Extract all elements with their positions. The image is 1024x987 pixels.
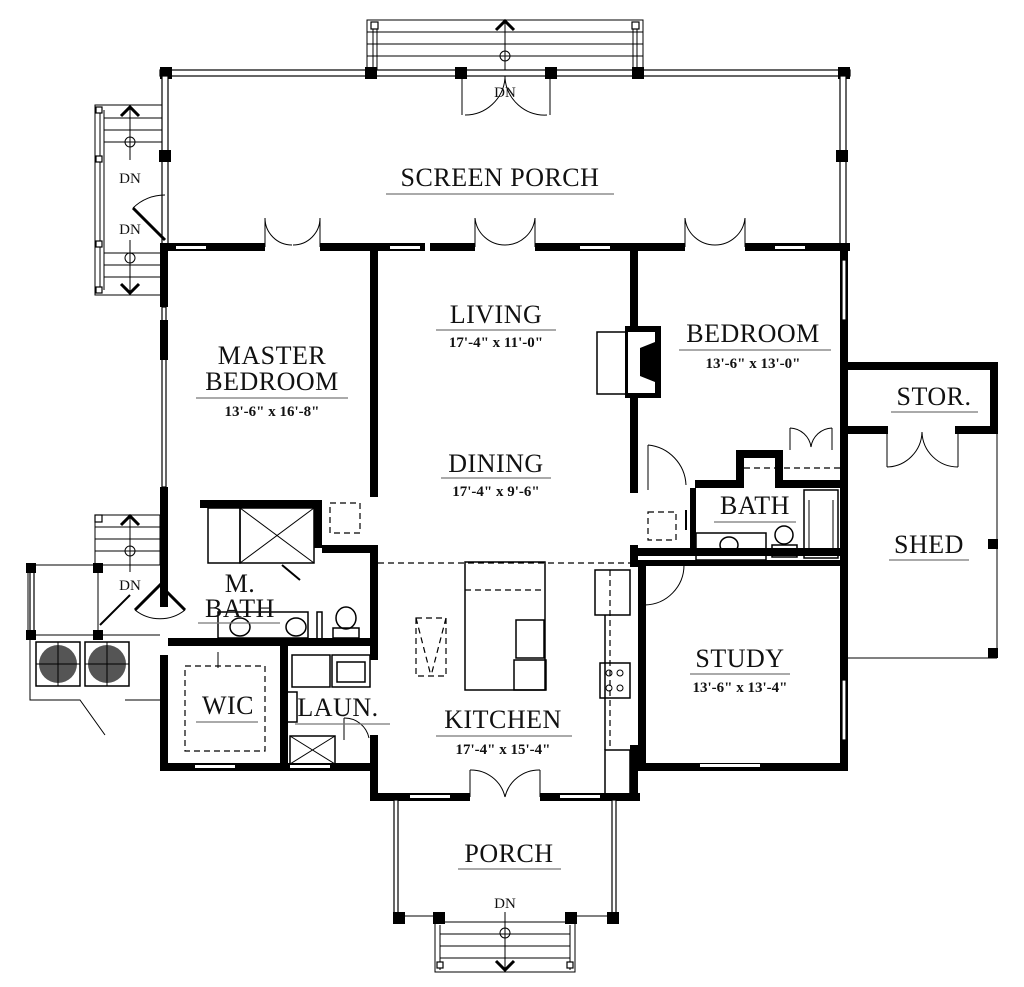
walls bbox=[160, 217, 850, 801]
room-master-name-2: BEDROOM bbox=[205, 367, 339, 396]
room-study-name: STUDY bbox=[695, 644, 784, 673]
room-living-dims: 17'-4" x 11'-0" bbox=[449, 335, 543, 351]
stair-side bbox=[26, 513, 161, 736]
front-porch bbox=[393, 799, 619, 973]
room-wic-name: WIC bbox=[202, 691, 254, 720]
room-stor-name: STOR. bbox=[897, 382, 972, 411]
room-kitchen-dims: 17'-4" x 15'-4" bbox=[456, 742, 551, 758]
room-master-dims: 13'-6" x 16'-8" bbox=[225, 404, 320, 420]
fixtures bbox=[133, 489, 839, 796]
stair-front-label: DN bbox=[494, 896, 516, 912]
room-shed-name: SHED bbox=[894, 530, 964, 559]
room-bath-name: BATH bbox=[720, 491, 790, 520]
room-screen-porch-name: SCREEN PORCH bbox=[401, 163, 600, 192]
room-laun-name: LAUN. bbox=[297, 693, 378, 722]
room-dining-name: DINING bbox=[448, 449, 543, 478]
room-living-name: LIVING bbox=[450, 300, 543, 329]
room-mbath-name-1: M. bbox=[225, 569, 256, 598]
room-kitchen-name: KITCHEN bbox=[444, 705, 562, 734]
room-bedroom-dims: 13'-6" x 13'-0" bbox=[706, 356, 801, 372]
room-mbath-name-2: BATH bbox=[205, 594, 275, 623]
screen-porch-walls bbox=[159, 67, 851, 247]
shed-structure bbox=[848, 362, 998, 659]
stair-side-label: DN bbox=[119, 578, 141, 594]
room-master-name-1: MASTER bbox=[218, 341, 327, 370]
labels: DN SCREEN PORCH DN DN LIVING 17'-4" x 11… bbox=[119, 85, 978, 912]
room-dining-dims: 17'-4" x 9'-6" bbox=[452, 484, 539, 500]
stair-left-upper-label: DN bbox=[119, 171, 141, 187]
stair-left-lower-label: DN bbox=[119, 222, 141, 238]
room-study-dims: 13'-6" x 13'-4" bbox=[693, 680, 788, 696]
stair-top-label: DN bbox=[494, 85, 516, 101]
room-porch-name: PORCH bbox=[464, 839, 553, 868]
stair-left bbox=[94, 104, 167, 296]
room-bedroom-name: BEDROOM bbox=[686, 319, 820, 348]
